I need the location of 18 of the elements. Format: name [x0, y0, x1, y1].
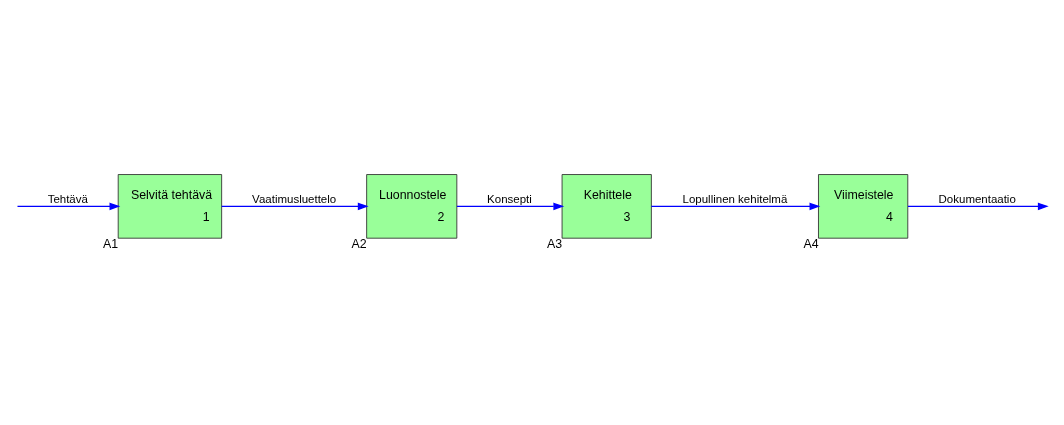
- node-label: A1: [103, 236, 119, 251]
- node-box: Selvitä tehtävä 1: [117, 173, 223, 239]
- node-box: Kehittele 3: [561, 173, 652, 239]
- node-label: A3: [546, 236, 563, 251]
- arrow: [456, 202, 565, 210]
- arrow: [907, 202, 1049, 210]
- node-label: A2: [351, 236, 367, 251]
- arrow: [16, 202, 121, 210]
- node-box: Luonnostele 2: [366, 173, 458, 239]
- edge-label: Tehtävä: [47, 192, 88, 205]
- edge-label: Konsepti: [487, 192, 532, 205]
- edge-label: Lopullinen kehitelmä: [682, 192, 788, 205]
- edge-label: Vaatimusluettelo: [252, 192, 337, 205]
- node-box: Viimeistele 4: [818, 173, 909, 239]
- arrow: [650, 202, 821, 210]
- arrow: [221, 202, 369, 210]
- node-label: A4: [803, 236, 819, 251]
- edge-label: Dokumentaatio: [938, 192, 1016, 205]
